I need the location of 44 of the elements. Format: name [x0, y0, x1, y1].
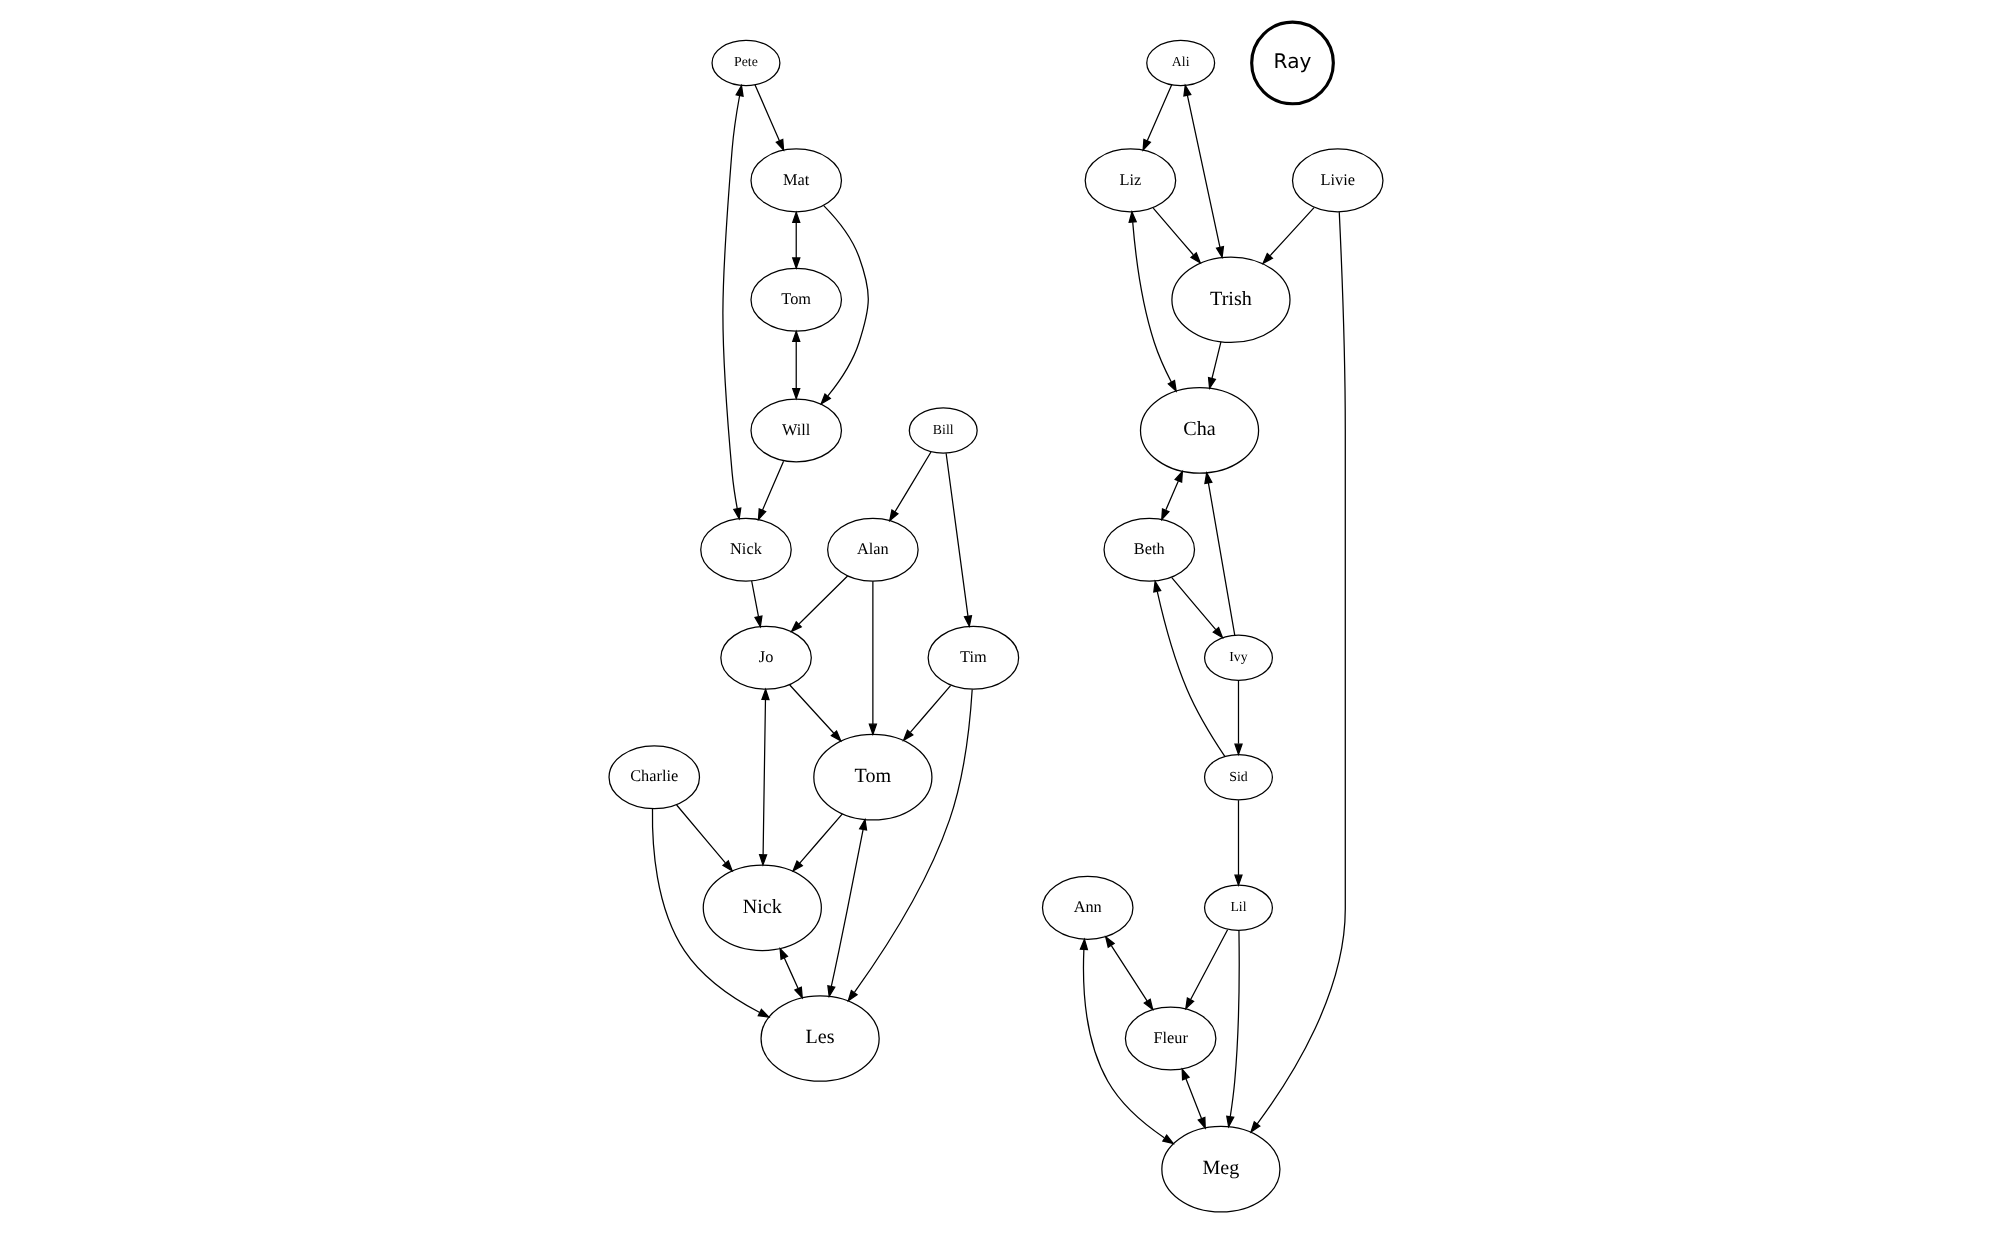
- arrow: [1127, 210, 1177, 393]
- arrow: [790, 329, 800, 401]
- arrow: [790, 210, 800, 270]
- arrow: [1180, 1067, 1205, 1130]
- node-ellipse: Trish: [1170, 256, 1290, 344]
- arrow: [1248, 211, 1345, 1134]
- node-ellipse: Nick: [701, 864, 821, 952]
- node-ellipse: Cha: [1138, 387, 1259, 474]
- arrow: [789, 575, 848, 633]
- node-circle: Ray: [1249, 20, 1334, 106]
- arrow: [1206, 341, 1221, 391]
- arrow: [818, 204, 868, 406]
- arrow: [650, 808, 770, 1018]
- arrow: [753, 84, 784, 152]
- node-ellipse: Les: [759, 995, 879, 1082]
- arrow: [1225, 930, 1239, 1129]
- arrow: [721, 83, 743, 521]
- arrow: [1103, 935, 1153, 1012]
- arrow: [1233, 799, 1242, 888]
- arrow: [887, 451, 931, 523]
- arrow: [944, 452, 972, 629]
- arrow: [790, 813, 842, 873]
- arrow: [756, 460, 784, 522]
- arrow: [1182, 83, 1224, 260]
- arrow: [1160, 469, 1183, 522]
- arrow: [867, 580, 877, 737]
- arrow: [675, 804, 733, 873]
- arrow: [1233, 679, 1242, 757]
- arrow: [826, 817, 867, 999]
- arrow: [1260, 206, 1314, 265]
- arrow: [757, 687, 769, 867]
- arrow: [1078, 937, 1174, 1145]
- arrow: [1203, 471, 1235, 636]
- arrow: [1170, 577, 1223, 640]
- arrow: [846, 688, 972, 1003]
- node-ellipse: Tom: [812, 733, 932, 821]
- arrow: [1152, 579, 1225, 758]
- arrow: [788, 684, 841, 743]
- arrow: [750, 580, 762, 629]
- arrow: [778, 946, 803, 1000]
- arrow: [901, 684, 951, 742]
- arrow: [1183, 929, 1228, 1011]
- arrow: [1151, 207, 1201, 265]
- arrow: [1141, 84, 1172, 152]
